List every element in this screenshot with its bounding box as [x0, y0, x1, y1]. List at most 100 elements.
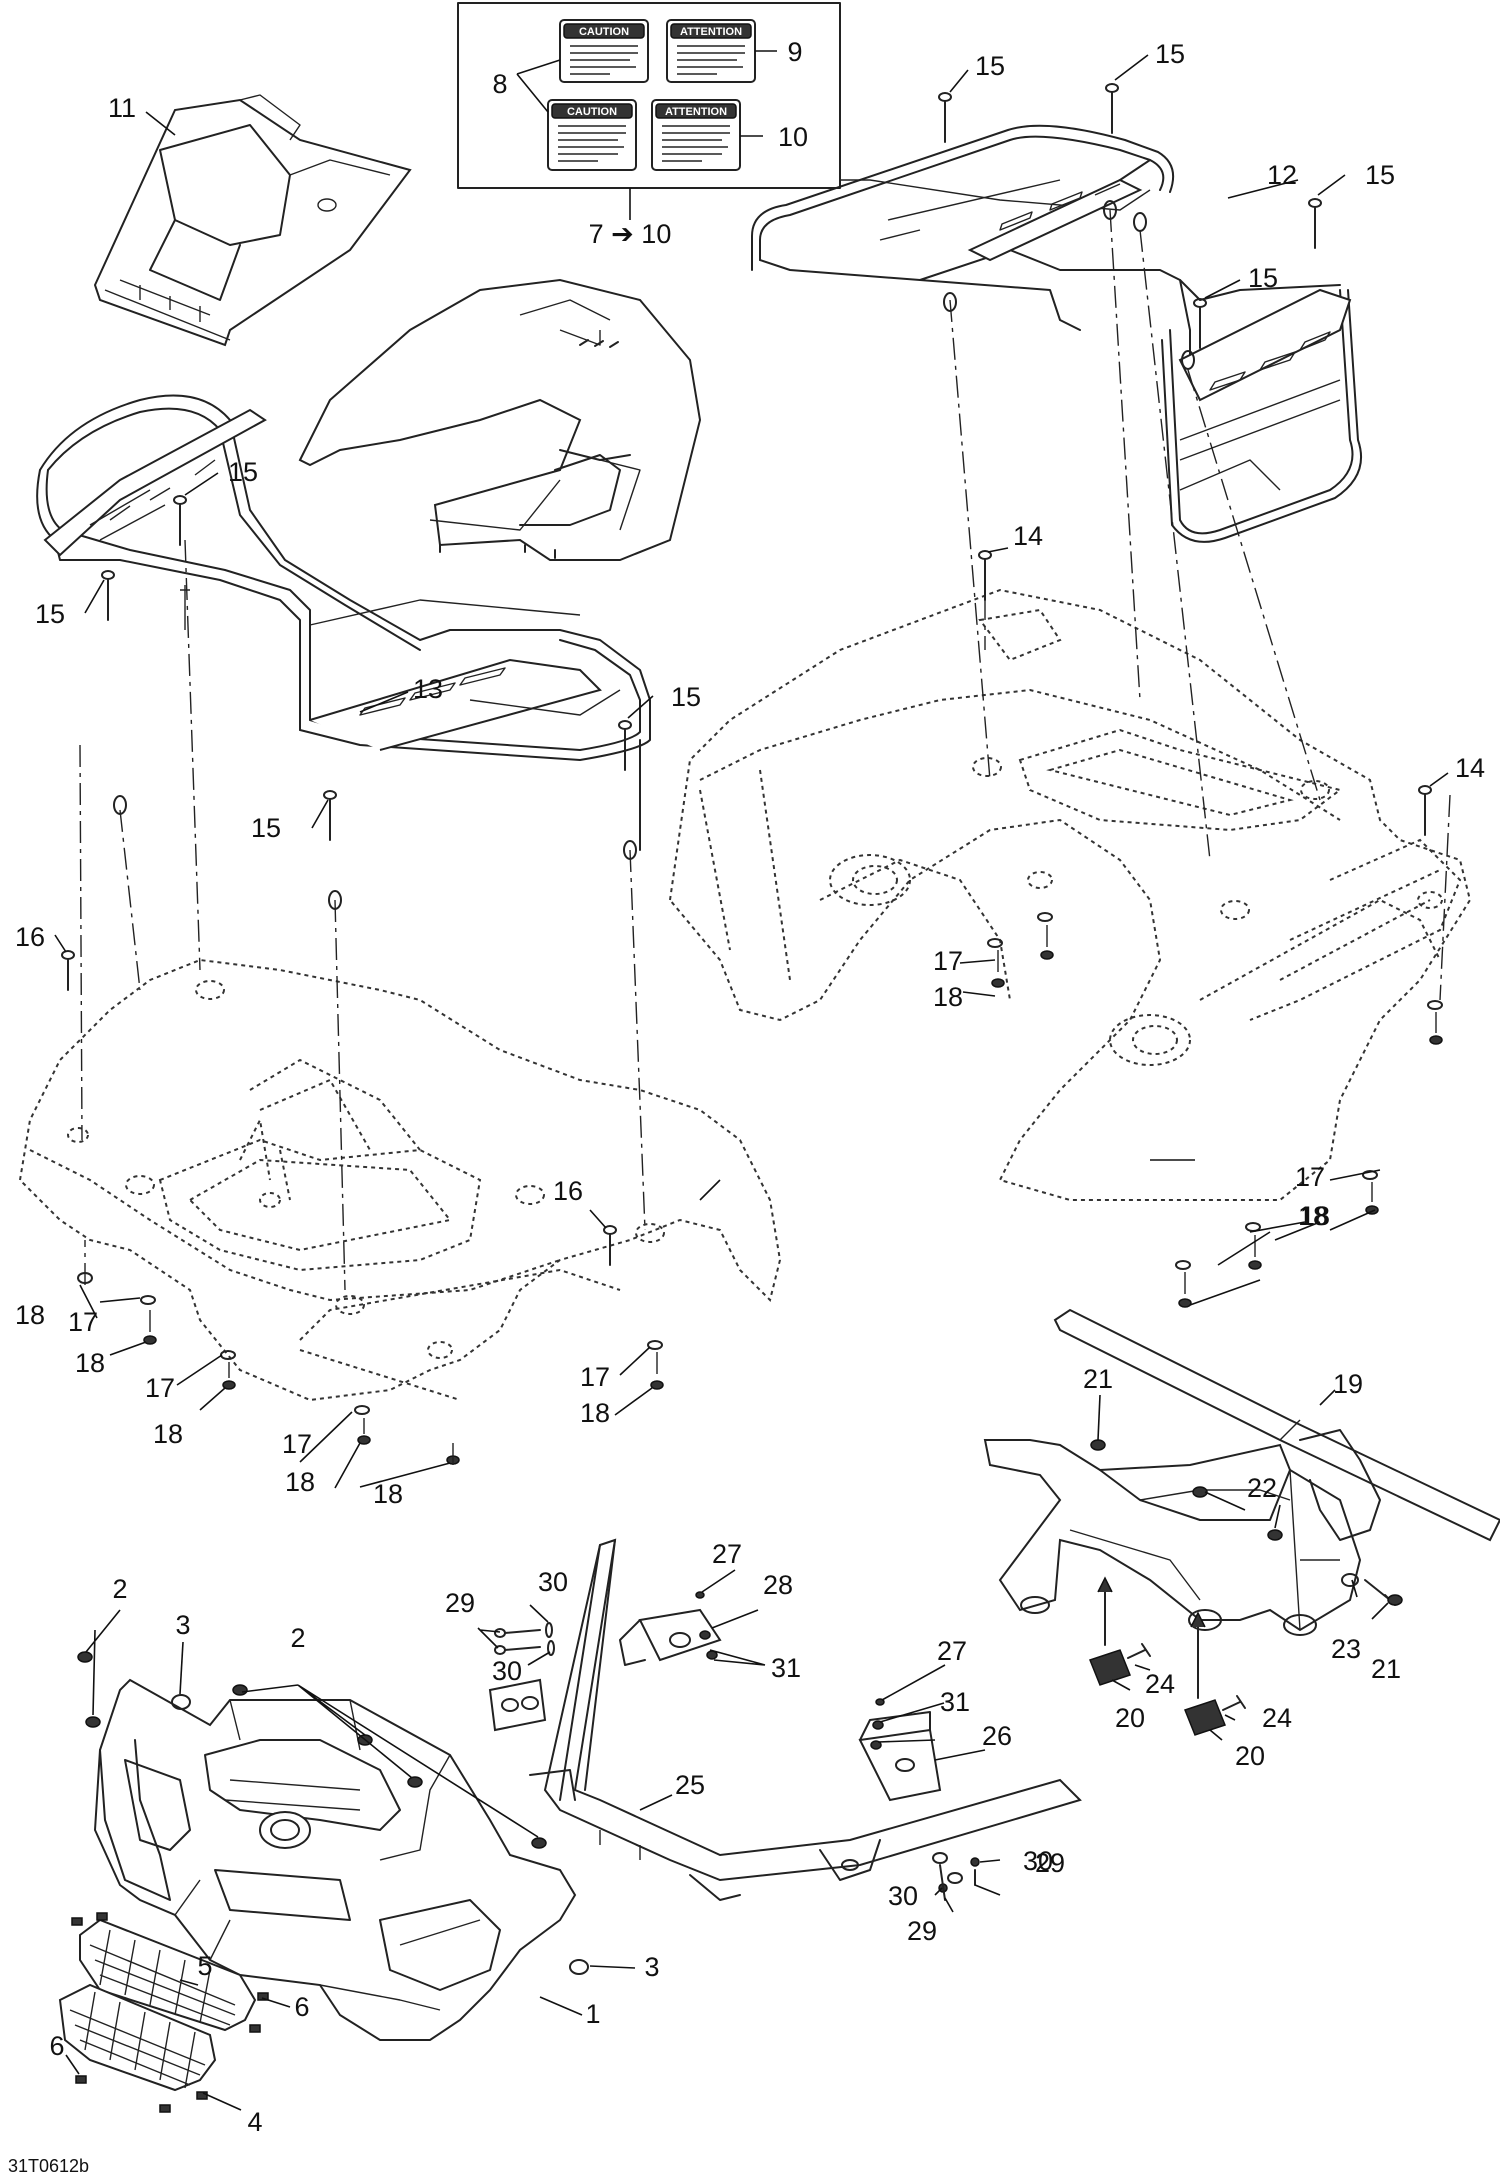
callout-15-d: 15	[1248, 263, 1278, 293]
part-1-front-fascia	[93, 1678, 577, 2041]
decal-caution-upper: CAUTION	[559, 19, 649, 83]
callout-30-c: 30	[1023, 1846, 1053, 1876]
callout-17-b: 17	[1295, 1162, 1325, 1192]
washers-nuts	[77, 912, 1443, 1465]
bolt-15-front-1	[173, 495, 187, 546]
callout-22: 22	[1247, 1473, 1277, 1503]
rear-fender	[668, 588, 1472, 1201]
clips-6	[71, 1912, 269, 2113]
bolt-16-a	[61, 950, 75, 991]
callout-5: 5	[197, 1951, 212, 1981]
callout-15-e: 15	[228, 457, 258, 487]
bolts-29-30-lower	[932, 1852, 980, 1901]
bolt-15-front-4	[323, 790, 337, 841]
part-25-front-bumper-frame	[488, 1538, 1082, 1901]
callout-18-b: 18	[1300, 1201, 1330, 1231]
bolt-15-rear-2	[1105, 83, 1119, 134]
callout-labels: 8 9 10 7 ➔ 10 11 12 13 14 14 15 15 15 15…	[15, 37, 1485, 2137]
callout-7-10: 7 ➔ 10	[589, 219, 672, 249]
callout-16-b: 16	[553, 1176, 583, 1206]
callout-18-g: 18	[373, 1479, 403, 1509]
bolt-15-front-2	[101, 570, 115, 621]
callout-20-b: 20	[1235, 1741, 1265, 1771]
callout-16-a: 16	[15, 922, 45, 952]
decal-kit-box: CAUTION ATTENTION CAUTION ATTENTION	[457, 2, 841, 220]
callout-3-b: 3	[644, 1952, 659, 1982]
callout-1: 1	[585, 1999, 600, 2029]
grille-5	[79, 1918, 257, 2032]
callout-2-a: 2	[112, 1574, 127, 1604]
callout-30-d: 30	[888, 1881, 918, 1911]
callout-21-a: 21	[1083, 1364, 1113, 1394]
callout-6-b: 6	[49, 2031, 64, 2061]
callout-29-c: 29	[907, 1916, 937, 1946]
callout-30-b: 30	[492, 1656, 522, 1686]
parts-20-24-hardware	[1089, 1439, 1403, 1736]
callout-15-h: 15	[251, 813, 281, 843]
bolt-14-a	[978, 550, 992, 601]
decal-caution-lower-text: CAUTION	[567, 106, 617, 118]
callout-18-a: 18	[933, 982, 963, 1012]
callout-27-b: 27	[937, 1636, 967, 1666]
decal-attention-lower-text: ATTENTION	[665, 106, 727, 118]
callout-18-d: 18	[75, 1348, 105, 1378]
part-13-front-rack	[36, 394, 651, 910]
callout-18-e: 18	[153, 1419, 183, 1449]
callout-14-b: 14	[1455, 753, 1485, 783]
callout-14-a: 14	[1013, 521, 1043, 551]
callout-19: 19	[1333, 1369, 1363, 1399]
parts-26-31-hardware	[494, 1591, 980, 1901]
bolt-15-rear-4	[1193, 298, 1207, 349]
callout-17-e: 17	[282, 1429, 312, 1459]
callout-4: 4	[247, 2107, 262, 2137]
callout-8: 8	[492, 69, 507, 99]
callout-24-b: 24	[1262, 1703, 1292, 1733]
bolt-14-b	[1418, 785, 1432, 836]
part-19-rear-bumper	[983, 1308, 1500, 1636]
drawing-code: 31T0612b	[8, 2156, 89, 2176]
bracket-20-b	[1184, 1699, 1226, 1736]
bolt-15-rear-3	[1308, 198, 1322, 249]
decal-attention-upper-text: ATTENTION	[680, 26, 742, 38]
callout-15-c: 15	[1365, 160, 1395, 190]
callout-27-a: 27	[712, 1539, 742, 1569]
callout-31-a: 31	[771, 1653, 801, 1683]
callout-17-a: 17	[933, 946, 963, 976]
callout-26: 26	[982, 1721, 1012, 1751]
callout-15-a: 15	[975, 51, 1005, 81]
callout-15-b: 15	[1155, 39, 1185, 69]
callout-20-a: 20	[1115, 1703, 1145, 1733]
callout-15-f: 15	[35, 599, 65, 629]
callout-29-a: 29	[445, 1588, 475, 1618]
callout-29-b: 29	[1035, 1848, 1065, 1878]
callout-28: 28	[763, 1570, 793, 1600]
callout-15-g: 15	[671, 682, 701, 712]
part-7-rear-cover	[298, 278, 702, 561]
parts-2-3-fasteners	[77, 1651, 589, 1975]
callout-6-a: 6	[294, 1992, 309, 2022]
callout-18-i: 18	[1298, 1201, 1328, 1231]
callout-30-a: 30	[538, 1567, 568, 1597]
decal-attention-upper: ATTENTION	[666, 19, 756, 83]
bolts-29-30-upper	[494, 1622, 555, 1656]
callout-24-a: 24	[1145, 1669, 1175, 1699]
bracket-28	[619, 1608, 722, 1666]
parts-4-5-grilles	[58, 1912, 269, 2113]
decal-attention-lower: ATTENTION	[651, 99, 741, 171]
callout-17-f: 17	[580, 1362, 610, 1392]
callout-17-d: 17	[145, 1373, 175, 1403]
callout-31-b: 31	[940, 1687, 970, 1717]
part-12-rear-rack	[751, 124, 1363, 543]
callout-13: 13	[413, 674, 443, 704]
bracket-20-a	[1089, 1649, 1131, 1686]
fasteners-racks	[61, 83, 1432, 1266]
callout-17-c: 17	[68, 1307, 98, 1337]
callout-21-b: 21	[1371, 1654, 1401, 1684]
callout-18-c: 18	[15, 1300, 45, 1330]
bolt-15-rear-1	[938, 92, 952, 143]
decal-caution-upper-text: CAUTION	[579, 26, 629, 38]
leader-lines	[54, 54, 1449, 2111]
grille-4	[58, 1983, 217, 2092]
bolt-16-b	[603, 1225, 617, 1266]
callout-18-h: 18	[580, 1398, 610, 1428]
